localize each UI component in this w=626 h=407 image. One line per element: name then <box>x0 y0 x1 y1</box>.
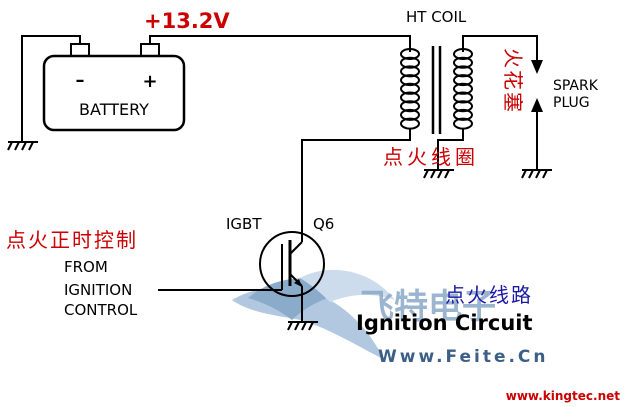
battery-label: BATTERY <box>79 100 149 119</box>
coil-turn <box>400 82 420 95</box>
coil-turn <box>400 56 420 69</box>
primary-winding-icon <box>400 48 420 130</box>
ignition-timing-cn-label: 点火正时控制 <box>6 228 138 252</box>
wires <box>21 35 538 322</box>
coil-turn <box>453 91 473 104</box>
ignition-circuit-cn-title: 点火线路 <box>445 283 533 307</box>
coil-turn <box>453 65 473 78</box>
spark-plug-label-line1: SPARK <box>553 78 599 94</box>
coil-turn <box>453 48 473 60</box>
ignition-coil-cn-label: 点火线圈 <box>383 145 479 169</box>
secondary-winding-icon <box>453 48 473 130</box>
coil-turn <box>400 74 420 87</box>
ignition-circuit-title: Ignition Circuit <box>356 311 533 335</box>
coil-turn <box>453 117 473 130</box>
spark-plug-label-line2: PLUG <box>553 95 590 111</box>
coil-turn <box>400 48 420 60</box>
from-label: FROM <box>64 258 108 276</box>
coil-turn <box>453 100 473 113</box>
ground-icon-coil <box>423 169 454 179</box>
battery-minus-sign: – <box>76 70 85 91</box>
coil-to-collector-wire <box>301 128 411 238</box>
ground-icon-spark <box>521 169 552 179</box>
secondary-bottom-wire <box>437 128 464 170</box>
battery-positive-terminal <box>140 43 160 57</box>
ground-icon-igbt <box>287 321 318 331</box>
battery-negative-terminal <box>70 43 90 57</box>
coil-turn <box>400 65 420 78</box>
spark-plug-cn-label: 火花塞 <box>501 48 525 114</box>
ground-icon-left <box>7 141 38 151</box>
coil-turn <box>400 117 420 130</box>
spark-plug-icon <box>531 60 543 112</box>
watermark-url-text: Www.Feite.Cn <box>378 347 549 367</box>
coil-turn <box>453 82 473 95</box>
ht-coil-label: HT COIL <box>406 8 467 26</box>
ignition-label: IGNITION <box>64 281 132 299</box>
coil-turn <box>400 108 420 121</box>
site-url-label: www.kingtec.net <box>506 389 621 403</box>
watermark-cn-text: 飞特电子 <box>360 287 496 327</box>
battery-body <box>42 54 186 132</box>
coil-turn <box>400 100 420 113</box>
secondary-top-wire <box>462 35 538 72</box>
ht-coil <box>400 46 473 134</box>
coil-turn <box>453 108 473 121</box>
coil-turn <box>400 91 420 104</box>
ground-symbols <box>7 141 552 331</box>
q6-label: Q6 <box>313 215 334 233</box>
coil-turn <box>453 74 473 87</box>
battery-positive-wire <box>149 35 411 50</box>
control-label: CONTROL <box>64 301 138 319</box>
voltage-label: +13.2V <box>144 9 230 33</box>
battery-plus-sign: + <box>142 71 157 92</box>
igbt-label: IGBT <box>226 215 262 233</box>
coil-turn <box>453 56 473 69</box>
battery <box>42 43 186 132</box>
igbt-emitter-arrow <box>294 279 302 287</box>
